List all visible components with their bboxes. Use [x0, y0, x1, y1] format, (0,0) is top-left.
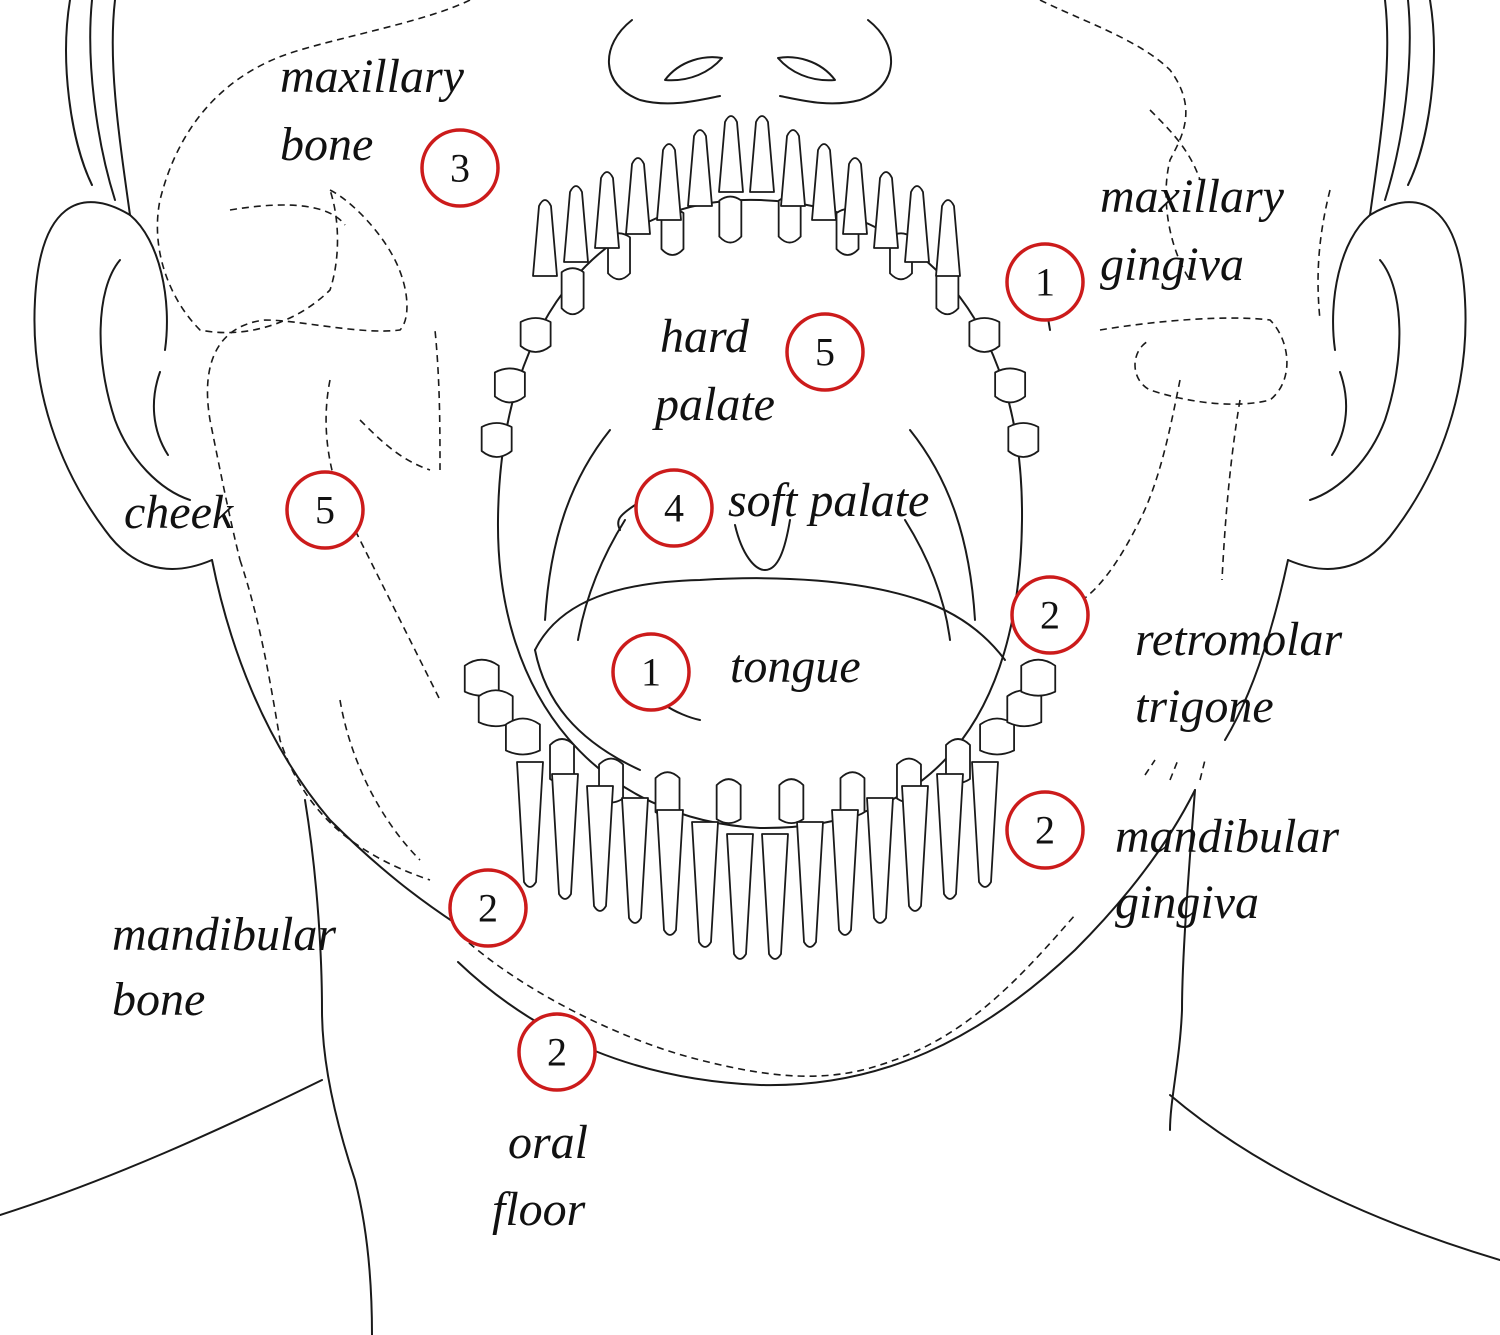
lower-root	[516, 761, 544, 888]
lower-tooth	[477, 689, 514, 728]
label-mandibular-gingiva: mandibular gingiva	[1115, 810, 1351, 929]
label-tongue: tongue	[730, 640, 861, 693]
upper-root	[563, 185, 589, 263]
lower-root	[901, 785, 929, 912]
upper-tooth	[493, 367, 526, 404]
svg-text:2: 2	[1040, 593, 1060, 638]
lower-root	[726, 833, 754, 960]
svg-text:1: 1	[641, 650, 661, 695]
lower-root	[586, 785, 614, 912]
svg-text:3: 3	[450, 146, 470, 191]
upper-root	[532, 199, 558, 277]
markers: 3 1 5 4 5 1 2 2	[285, 128, 1090, 1092]
svg-text:1: 1	[1035, 260, 1055, 305]
lower-root	[691, 821, 719, 948]
labels: maxillary bone maxillary gingiva hard pa…	[112, 50, 1354, 1236]
upper-root	[811, 143, 837, 221]
upper-root	[749, 115, 775, 193]
upper-root	[935, 199, 961, 277]
marker-retromolar-trigone: 2	[1010, 575, 1090, 655]
upper-root	[842, 157, 868, 235]
upper-tooth	[718, 195, 743, 244]
upper-root	[873, 171, 899, 249]
marker-cheek: 5	[285, 470, 365, 550]
svg-text:4: 4	[664, 486, 684, 531]
marker-soft-palate: 4	[634, 468, 714, 548]
upper-root	[687, 129, 713, 207]
lower-root	[971, 761, 999, 888]
label-maxillary-bone: maxillary bone	[280, 50, 476, 171]
lower-root	[936, 773, 964, 900]
upper-root	[625, 157, 651, 235]
lower-root	[761, 833, 789, 960]
label-oral-floor: oral floor	[492, 1116, 600, 1236]
label-retromolar-trigone: retromolar trigone	[1135, 613, 1354, 733]
upper-root	[718, 115, 744, 193]
lower-tooth	[979, 717, 1015, 756]
lower-tooth	[778, 778, 805, 825]
lower-root	[621, 797, 649, 924]
label-maxillary-gingiva: maxillary gingiva	[1100, 170, 1296, 291]
upper-tooth	[1007, 422, 1040, 458]
upper-root	[656, 143, 682, 221]
svg-text:2: 2	[547, 1030, 567, 1075]
upper-tooth	[968, 317, 1001, 353]
svg-text:5: 5	[315, 488, 335, 533]
upper-tooth	[560, 267, 585, 316]
marker-hard-palate: 5	[785, 312, 865, 392]
label-cheek: cheek	[124, 486, 235, 539]
upper-tooth	[519, 317, 552, 353]
lower-root	[656, 809, 684, 936]
label-mandibular-bone: mandibular bone	[112, 908, 348, 1026]
marker-mandibular-gingiva: 2	[1005, 790, 1085, 870]
upper-root	[594, 171, 620, 249]
svg-text:2: 2	[478, 886, 498, 931]
marker-oral-floor: 2	[517, 1012, 597, 1092]
lower-root	[831, 809, 859, 936]
label-soft-palate: soft palate	[728, 474, 929, 527]
upper-root	[780, 129, 806, 207]
svg-text:5: 5	[815, 330, 835, 375]
lower-root	[796, 821, 824, 948]
upper-tooth	[994, 367, 1027, 404]
lower-root	[551, 773, 579, 900]
lower-tooth	[505, 717, 541, 756]
bone-outlines-dashed	[156, 0, 1331, 1077]
lower-tooth	[1020, 658, 1057, 697]
marker-maxillary-gingiva: 1	[1005, 242, 1085, 322]
upper-root	[904, 185, 930, 263]
svg-text:2: 2	[1035, 808, 1055, 853]
teeth	[463, 115, 1057, 960]
marker-maxillary-bone: 3	[420, 128, 500, 208]
lower-tooth	[1006, 689, 1043, 728]
marker-mandibular-bone: 2	[448, 868, 528, 948]
lower-tooth	[715, 778, 742, 825]
label-hard-palate: hard palate	[652, 310, 775, 431]
lower-root	[866, 797, 894, 924]
marker-tongue: 1	[611, 632, 691, 712]
upper-tooth	[480, 422, 513, 458]
